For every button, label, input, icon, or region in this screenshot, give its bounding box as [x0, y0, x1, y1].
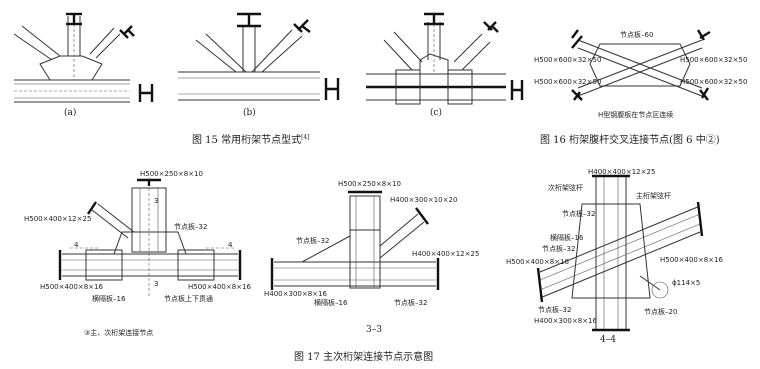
- fig17-left-sec3b: 3: [154, 280, 158, 288]
- fig17-right-title: 4–4: [600, 335, 616, 345]
- fig15-sublabel-b: (b): [243, 107, 256, 118]
- fig17-right-top-member: H400×400×12×25: [588, 168, 655, 176]
- fig16-label-bottom-left: H500×600×32×50: [534, 78, 601, 86]
- fig15-sublabel-a: (a): [64, 107, 76, 118]
- fig17-left-diagram: [58, 178, 242, 296]
- fig17-left-upper-member: H500×400×12×25: [24, 215, 91, 223]
- fig17-right-diagram: [536, 174, 704, 332]
- fig16-label-top-left: H500×600×32×50: [534, 56, 601, 64]
- fig17-left-bottom-right: H500×400×8×16: [188, 283, 251, 291]
- fig17-right-main-chord: 主桁架弦杆: [636, 191, 671, 200]
- fig17-left-top-member: H500×250×8×10: [140, 170, 203, 178]
- fig17-right-bottom-member: H400×300×8×16: [534, 317, 597, 325]
- fig17-left-sec4b: 4: [228, 241, 233, 249]
- fig17-right-pipe: ϕ114×5: [672, 279, 700, 287]
- fig16-label-plate: 节点板–60: [620, 30, 653, 39]
- fig17-left-sec3a: 3: [154, 197, 158, 205]
- fig17-right-right-member: H500×400×8×16: [660, 256, 723, 264]
- fig17-left-sec4a: 4: [74, 241, 79, 249]
- fig17-middle-plate-left: 节点板–32: [296, 236, 329, 245]
- fig15-sublabel-c: (c): [430, 107, 442, 118]
- fig17-right-sec-chord: 次桁架弦杆: [548, 183, 583, 192]
- fig17-middle-plate-right: 节点板–32: [394, 298, 427, 307]
- fig17-middle-right-upper: H400×300×10×20: [390, 196, 457, 204]
- fig16-label-bottom-right: H500×600×32×50: [680, 78, 747, 86]
- fig17-right-plate-top: 节点板–32: [562, 209, 595, 218]
- fig17-middle-bottom-left: H400×300×8×16: [264, 290, 327, 298]
- fig17-left-plate-note: 节点板上下贯通: [164, 294, 213, 303]
- fig16-diagram: [571, 29, 711, 101]
- fig17-right-plate-mid: 节点板–32: [542, 244, 575, 253]
- fig17-left-stiffener: 横隔板–16: [92, 294, 126, 303]
- fig17-middle-right-mid: H400×400×12×25: [412, 250, 479, 258]
- fig17-right-plate-low: 节点板–32: [538, 305, 571, 314]
- fig16-note: H型钢腹板在节点区连续: [598, 110, 673, 119]
- fig15-caption: 图 15 常用桁架节点型式[4]: [192, 133, 310, 146]
- fig15-c-diagram: [366, 12, 524, 105]
- fig17-middle-title: 3–3: [366, 325, 382, 335]
- fig17-middle-top-member: H500×250×8×10: [338, 180, 401, 188]
- fig17-middle-diagram: [270, 190, 440, 290]
- fig16-label-top-right: H500×600×32×50: [680, 56, 747, 64]
- fig17-right-left-member: H500×400×8×16: [506, 258, 569, 266]
- fig17-right-stiffener: 横隔板–16: [550, 233, 584, 242]
- fig17-left-title: ③主、次桁架连接节点: [84, 328, 153, 337]
- fig15-b-diagram: [178, 12, 340, 101]
- fig17-right-plate-bottom: 节点板–20: [644, 307, 677, 316]
- fig17-caption: 图 17 主次桁架连接节点示意图: [294, 350, 433, 363]
- fig17-middle-stiffener: 横隔板–16: [314, 298, 348, 307]
- fig15-a-diagram: [13, 12, 154, 103]
- fig17-left-bottom-left: H500×400×8×16: [40, 283, 103, 291]
- fig17-left-plate: 节点板–32: [174, 222, 207, 231]
- fig16-caption: 图 16 桁架腹杆交叉连接节点(图 6 中②): [540, 133, 720, 146]
